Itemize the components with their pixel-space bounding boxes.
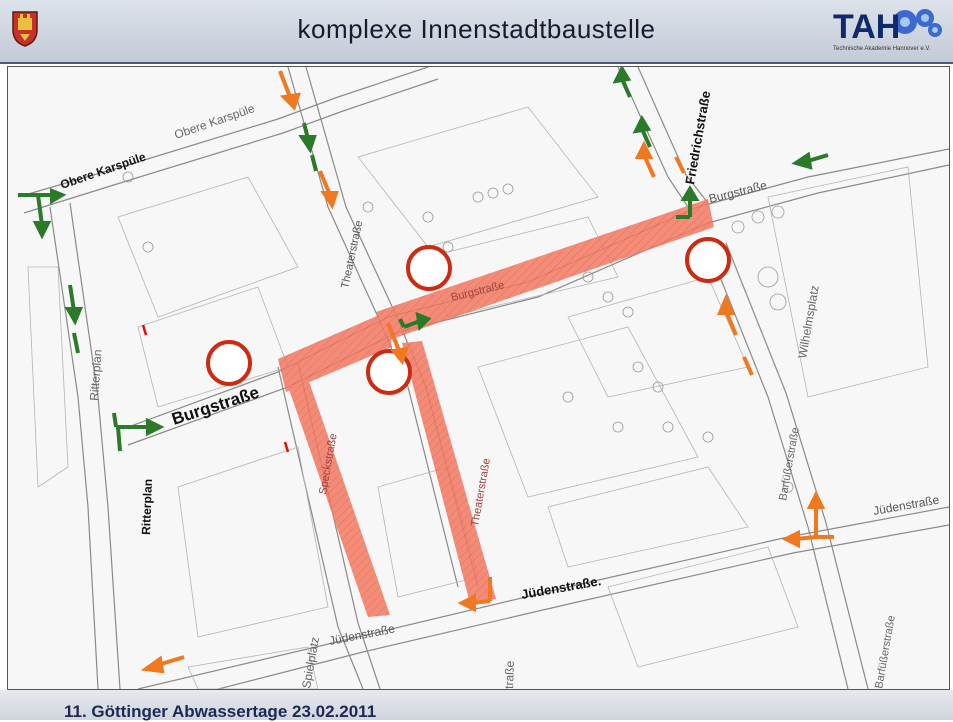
- label-wilhelmsplatz: Wilhelmsplatz: [795, 284, 822, 359]
- orange-arrow-theater-junction: [386, 322, 409, 366]
- construction-markers: [206, 237, 731, 395]
- label-strasse-fragment: traße: [502, 660, 517, 689]
- green-arrow-ritterplan: [64, 284, 83, 326]
- logo-text: TAH: [833, 8, 901, 46]
- orange-arrow-friedrich: [634, 140, 656, 178]
- orange-arrow-theater-2: [318, 170, 339, 210]
- green-arrow-ritterplan-2: [72, 332, 80, 354]
- green-arrows: [18, 67, 829, 452]
- construction-zone-burgstrasse-east: [376, 199, 714, 341]
- orange-arrow-friedrich-2: [674, 156, 686, 174]
- map-canvas: Obere Karspüle Obere Karspüle Friedrichs…: [17, 67, 949, 689]
- construction-marker-1: [406, 245, 452, 291]
- construction-marker-2: [685, 237, 731, 283]
- label-obere-karspuele-bold: Obere Karspüle: [58, 149, 147, 191]
- green-arrow-theater-2: [310, 154, 318, 172]
- footer-text: 11. Göttinger Abwassertage 23.02.2011: [64, 702, 377, 721]
- street-network: [17, 67, 949, 689]
- green-arrow-theater-junction: [398, 311, 432, 332]
- construction-marker-3: [206, 340, 252, 386]
- orange-arrow-theater-1: [278, 70, 301, 111]
- street-map: Obere Karspüle Obere Karspüle Friedrichs…: [7, 66, 950, 690]
- label-spielplatz: Spielplatz: [299, 636, 322, 689]
- red-ticks: [141, 324, 290, 453]
- green-arrow-burg-east: [791, 151, 829, 170]
- logo-subtitle: Technische Akademie Hannover e.V.: [833, 46, 931, 52]
- label-barfuesserstrasse-bottom: Barfüßerstraße: [873, 615, 898, 689]
- label-ritterplan-top: Ritterplan: [87, 349, 105, 401]
- green-arrow-ritterplan-corner: [112, 412, 165, 452]
- orange-arrow-juedenstrasse-west: [140, 655, 185, 674]
- label-theaterstrasse-bottom: Theaterstraße: [469, 457, 493, 527]
- green-arrow-karspuele-corner: [18, 188, 67, 240]
- construction-zone-theaterstrasse: [402, 341, 496, 603]
- gear-icon: [893, 9, 942, 37]
- construction-zones: [278, 199, 714, 617]
- orange-arrow-barfuesser-1: [716, 293, 738, 336]
- orange-arrow-juedenstrasse-corner: [457, 577, 492, 613]
- street-labels: Obere Karspüle Obere Karspüle Friedrichs…: [58, 90, 940, 689]
- label-juedenstrasse-bold: Jüdenstraße.: [520, 573, 602, 602]
- orange-arrows: [140, 70, 834, 674]
- orange-arrow-barfuesser-2: [742, 356, 754, 376]
- label-juedenstrasse-right: Jüdenstraße: [872, 493, 940, 518]
- green-arrow-corner-friedrich: [676, 185, 700, 219]
- construction-zone-speckstrasse: [283, 367, 390, 617]
- label-obere-karspuele-map: Obere Karspüle: [172, 101, 256, 142]
- construction-marker-4: [366, 349, 412, 395]
- green-arrow-theater-1: [298, 122, 317, 154]
- slide-header: komplexe Innenstadtbaustelle TAH Technis…: [0, 0, 953, 64]
- green-arrow-friedrich-1: [612, 67, 632, 98]
- orange-arrow-barfuesser-3: [781, 490, 834, 549]
- slide-footer: 11. Göttinger Abwassertage 23.02.2011: [0, 690, 953, 721]
- construction-zone-burgstrasse-west: [278, 312, 392, 392]
- label-burgstrasse-east: Burgstraße: [707, 178, 768, 206]
- label-friedrichstrasse: Friedrichstraße: [682, 90, 713, 186]
- city-crest-icon: [12, 11, 38, 47]
- green-arrow-friedrich-2: [632, 114, 652, 148]
- slide-title: komplexe Innenstadtbaustelle: [297, 14, 656, 44]
- tree-markers: [122, 171, 794, 493]
- tah-logo: TAH Technische Akademie Hannover e.V.: [827, 4, 947, 58]
- label-ritterplan-bold: Ritterplan: [139, 479, 155, 535]
